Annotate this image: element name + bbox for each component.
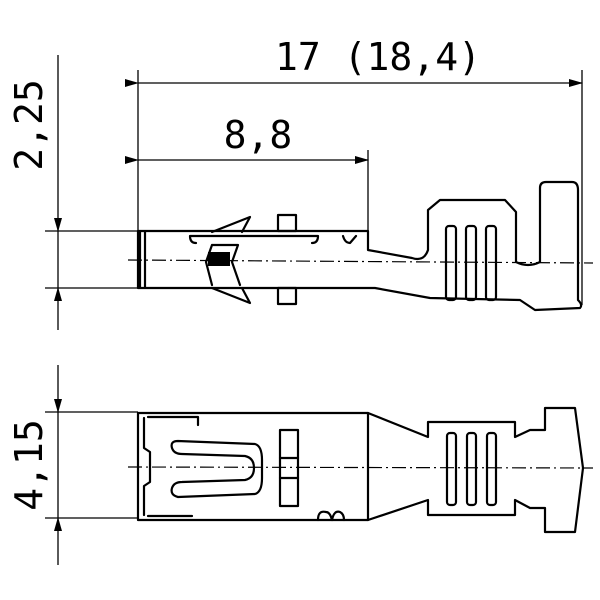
contact-spring xyxy=(208,252,230,266)
dimension-label-overall: 17 (18,4) xyxy=(275,35,481,79)
dimension-bottom-width: 4,15 xyxy=(7,365,138,565)
bottom-view xyxy=(127,406,594,534)
dimension-label-contact: 8,8 xyxy=(224,113,293,157)
dimension-side-height: 2,25 xyxy=(7,55,138,330)
dimension-label-side-height: 2,25 xyxy=(7,79,51,171)
centerline xyxy=(127,466,594,469)
dimension-contact-length: 8,8 xyxy=(125,113,369,250)
side-view xyxy=(127,180,594,312)
centerline xyxy=(127,259,594,264)
dimension-overall-length: 17 (18,4) xyxy=(125,35,583,305)
dimension-label-bottom-width: 4,15 xyxy=(7,419,51,511)
